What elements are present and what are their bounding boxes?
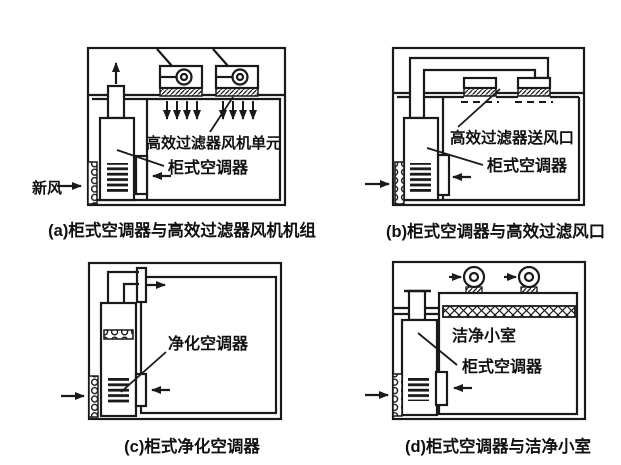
hepa-ceiling-filter-strip (442, 305, 576, 318)
return-air-grille (436, 153, 451, 197)
hepa-fan-unit-label: 高效过滤器风机单元 (146, 134, 281, 152)
panel-b-caption: (b)柜式空调器与高效过滤风口 (386, 221, 605, 241)
fan-base (465, 286, 483, 294)
panel-a-caption: (a)柜式空调器与高效过滤器风机机组 (48, 220, 316, 240)
louver-grille-icon (108, 378, 129, 403)
outer-wall (86, 46, 287, 207)
hepa-fan-filter-unit (212, 48, 260, 97)
label-leader-line (209, 96, 234, 133)
cabinet-ac-label: 柜式空调器 (487, 156, 568, 175)
fan-hub-icon (235, 72, 245, 82)
fresh-air-filter-strip (88, 375, 99, 418)
supply-duct-elbow (106, 270, 139, 303)
filter-media (463, 87, 497, 97)
cabinet-ac-label: 柜式空调器 (462, 357, 543, 376)
fan-unit-handle (156, 48, 173, 67)
figure-text: 新风 高效过滤器风机单元 柜式空调器 (a)柜式空调器与高效过滤器风机机组 高效… (32, 128, 605, 456)
outlet-box (516, 76, 552, 90)
fan-hub-icon (179, 72, 189, 82)
louver-grille-icon (408, 376, 429, 401)
panel-d-caption: (d)柜式空调器与洁净小室 (405, 436, 591, 456)
purifying-ac-label: 净化空调器 (168, 334, 249, 353)
fan-base (520, 286, 538, 294)
outlet-box (462, 76, 498, 90)
supply-airflow-arrows (163, 101, 257, 120)
blower-fan-icon (517, 265, 541, 289)
filter-media (159, 87, 203, 97)
hepa-filter-strip (103, 329, 134, 340)
clean-room-label: 洁净小室 (452, 326, 516, 345)
label-leader-line (120, 351, 167, 393)
outer-wall (391, 46, 586, 207)
inner-wall (92, 97, 282, 202)
hepa-fan-filter-unit (156, 48, 204, 97)
hepa-supply-outlet-label: 高效过滤器送风口 (450, 128, 574, 147)
inner-wall (397, 95, 581, 202)
return-air-grille (434, 370, 449, 407)
fan-icon (231, 68, 249, 86)
label-leader-line (116, 149, 165, 167)
fan-unit-handle (212, 48, 229, 67)
return-air-grille (134, 154, 149, 196)
fresh-air-label: 新风 (32, 179, 62, 197)
purifying-ac-unit (99, 301, 138, 418)
panel-d-drawing (365, 260, 587, 421)
outer-wall (391, 260, 587, 421)
fan-icon (175, 68, 193, 86)
clean-room-wall (139, 275, 278, 415)
label-leader-line (426, 147, 484, 166)
hepa-supply-outlet (515, 76, 553, 103)
return-air-grille (134, 372, 148, 408)
panel-a-drawing (57, 46, 287, 207)
fan-hub-icon (523, 271, 535, 283)
exhaust-stack (106, 84, 126, 120)
outer-wall (87, 261, 283, 421)
louver-grille-icon (410, 163, 431, 192)
fresh-air-filter-strip (87, 161, 98, 205)
panel-b-drawing (365, 46, 586, 207)
exhaust-stack (407, 289, 427, 322)
panel-c-drawing (61, 261, 283, 421)
label-leader-line (457, 88, 501, 128)
blower-fan-unit (504, 265, 541, 294)
panel-c-caption: (c)柜式净化空调器 (124, 436, 260, 456)
fan-hub-icon (468, 271, 480, 283)
hepa-supply-outlet (461, 76, 499, 103)
fresh-air-filter-strip (394, 161, 405, 205)
blower-fan-icon (462, 265, 486, 289)
blower-fan-unit (449, 265, 486, 294)
louver-grille-icon (107, 163, 128, 192)
cabinet-ac-label: 柜式空调器 (168, 158, 249, 177)
filter-media (215, 87, 259, 97)
fresh-air-filter-strip (392, 373, 403, 417)
label-leader-line (417, 332, 458, 366)
filter-media (517, 87, 551, 97)
